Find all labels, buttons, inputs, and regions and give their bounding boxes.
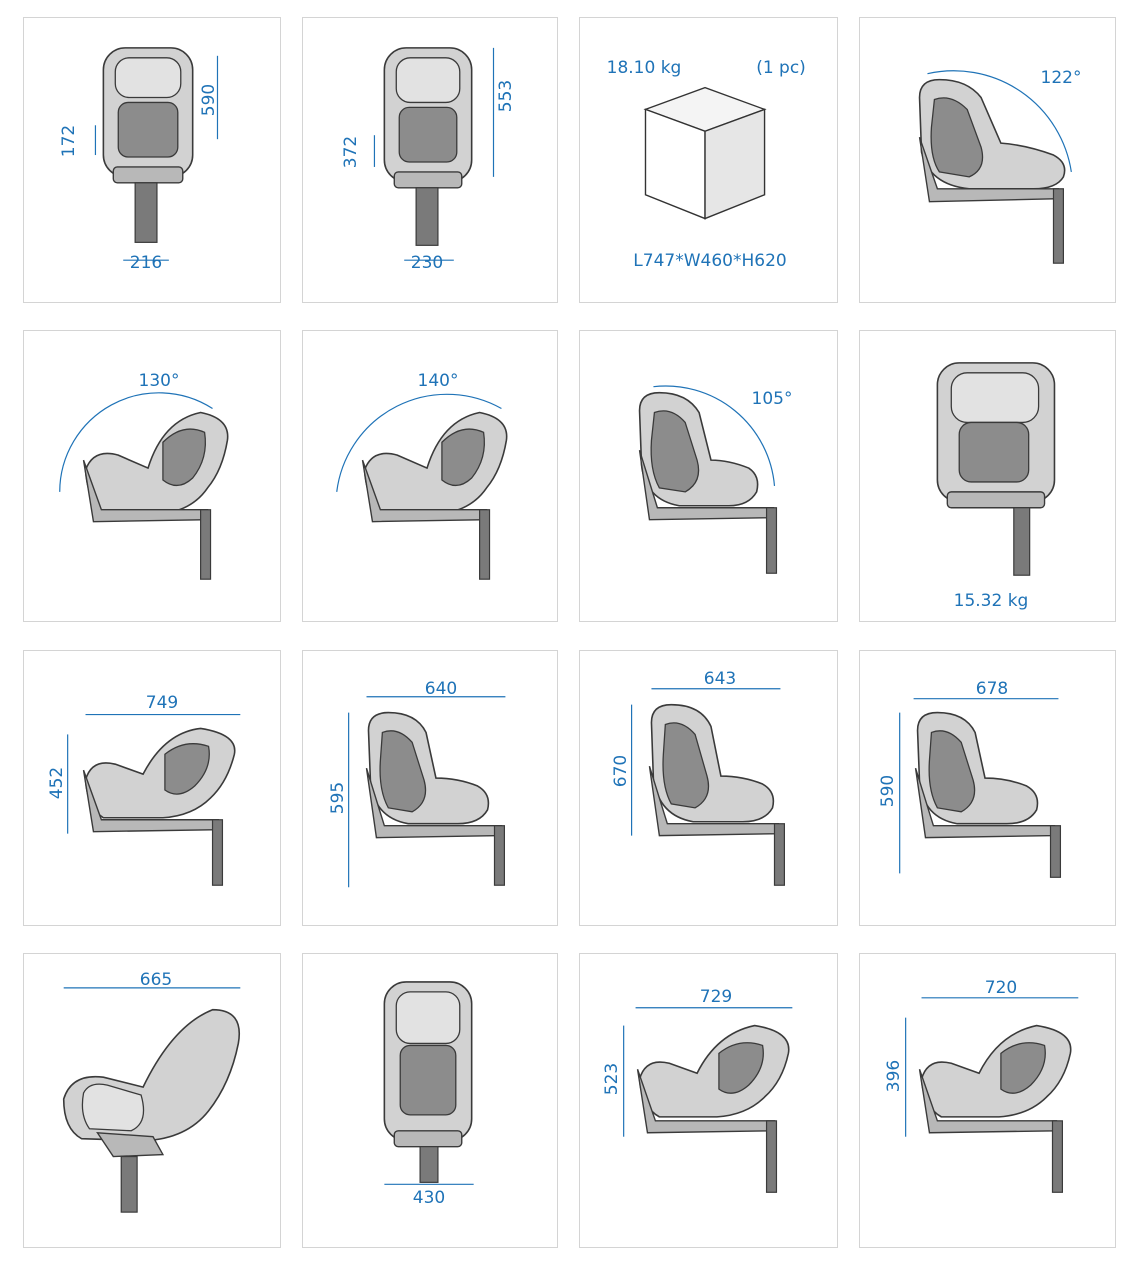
package-dimensions-label: L747*W460*H620 (633, 251, 787, 271)
seat-perspective-icon (62, 987, 241, 1213)
seat-weight-label: 15.32 kg (953, 591, 1029, 611)
height-label: 553 (496, 79, 516, 113)
height-label: 595 (328, 781, 348, 815)
panel-dimension-729: 729 523 (579, 953, 838, 1248)
seat-side-icon (59, 392, 229, 580)
length-label: 729 (699, 987, 733, 1007)
panel-dimension-749: 749 452 (23, 650, 281, 926)
panel-recline-130: 130° (23, 330, 281, 622)
seat-side-icon (899, 698, 1062, 878)
seat-side-icon (905, 997, 1079, 1193)
panel-front-view-large: 553 372 230 (302, 17, 558, 303)
quantity-label: (1 pc) (756, 58, 806, 78)
leg-width-label: 216 (129, 253, 163, 273)
length-label: 665 (139, 970, 173, 990)
recline-angle-label: 122° (1040, 68, 1082, 88)
harness-height-label: 372 (341, 135, 361, 169)
seat-perspective-icon (936, 362, 1056, 576)
recline-angle-label: 105° (751, 389, 793, 409)
panel-dimension-665: 665 (23, 953, 281, 1248)
seat-side-icon (348, 696, 506, 888)
seat-side-icon (623, 1007, 793, 1193)
harness-height-label: 172 (59, 124, 79, 158)
panel-dimension-643: 643 670 (579, 650, 838, 926)
height-label: 590 (199, 83, 219, 117)
seat-front-icon (94, 47, 219, 261)
height-label: 452 (47, 766, 67, 800)
length-label: 640 (424, 679, 458, 699)
length-label: 678 (975, 679, 1009, 699)
height-label: 396 (884, 1059, 904, 1093)
seat-side-icon (631, 688, 786, 886)
panel-recline-122: 122° (859, 17, 1116, 303)
panel-dimension-678: 678 590 (859, 650, 1116, 926)
width-label: 430 (412, 1188, 446, 1208)
panel-dimension-640: 640 595 (302, 650, 558, 926)
panel-perspective-weight: 15.32 kg (859, 330, 1116, 622)
seat-side-icon (918, 70, 1072, 264)
height-label: 670 (611, 754, 631, 788)
height-label: 590 (878, 774, 898, 808)
panel-front-view-small: 590 172 216 (23, 17, 281, 303)
length-label: 749 (145, 693, 179, 713)
panel-recline-105: 105° (579, 330, 838, 622)
seat-side-icon (638, 385, 778, 574)
length-label: 643 (703, 669, 737, 689)
recline-angle-label: 130° (138, 371, 180, 391)
weight-label: 18.10 kg (606, 58, 682, 78)
seat-side-icon (336, 393, 508, 580)
panel-dimension-720: 720 396 (859, 953, 1116, 1248)
recline-angle-label: 140° (417, 371, 459, 391)
box-icon (643, 86, 767, 220)
seat-front-icon (383, 981, 474, 1185)
height-label: 523 (602, 1062, 622, 1096)
length-label: 720 (984, 978, 1018, 998)
panel-package: 18.10 kg (1 pc) L747*W460*H620 (579, 17, 838, 303)
panel-recline-140: 140° (302, 330, 558, 622)
seat-front-icon (373, 47, 495, 261)
leg-width-label: 230 (410, 253, 444, 273)
seat-side-icon (67, 713, 241, 886)
panel-dimension-430: 430 (302, 953, 558, 1248)
